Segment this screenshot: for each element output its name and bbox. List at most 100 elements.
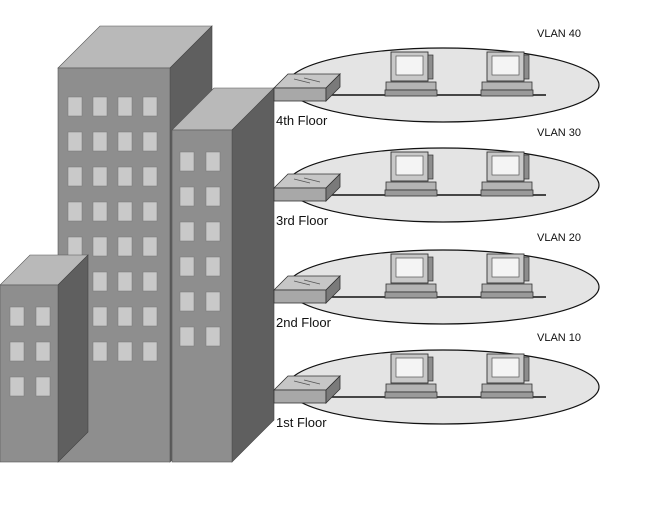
pc-case xyxy=(385,81,437,91)
keyboard xyxy=(384,391,438,399)
monitor-side xyxy=(427,154,434,180)
keyboard xyxy=(480,189,534,197)
building-middle xyxy=(171,87,275,463)
window xyxy=(92,341,108,362)
vlan-label-40: VLAN 40 xyxy=(537,28,582,40)
switch-arrow xyxy=(293,78,311,84)
monitor-screen xyxy=(395,55,424,76)
switch-side xyxy=(325,275,341,304)
switch-arrow xyxy=(303,279,321,285)
monitor-screen xyxy=(491,357,520,378)
monitor-screen xyxy=(395,357,424,378)
window xyxy=(117,271,133,292)
floor-row-2 xyxy=(273,147,600,223)
vlan-label-20: VLAN 20 xyxy=(537,232,582,244)
monitor-screen xyxy=(491,155,520,176)
keyboard xyxy=(480,391,534,399)
window xyxy=(205,151,221,172)
window xyxy=(92,271,108,292)
monitor-side xyxy=(523,54,530,80)
monitor-screen xyxy=(491,257,520,278)
window xyxy=(205,221,221,242)
floor-row-3 xyxy=(273,249,600,325)
switch-icon xyxy=(273,275,341,304)
window xyxy=(35,341,51,362)
window xyxy=(9,376,25,397)
window xyxy=(92,131,108,152)
window xyxy=(142,131,158,152)
pc-case xyxy=(385,383,437,393)
switch-arrow xyxy=(293,380,311,386)
window xyxy=(92,236,108,257)
switch-side xyxy=(325,73,341,102)
window xyxy=(117,201,133,222)
switch-front xyxy=(273,87,327,102)
switch-side xyxy=(325,375,341,404)
window xyxy=(9,341,25,362)
window xyxy=(35,306,51,327)
window xyxy=(142,341,158,362)
monitor-side xyxy=(427,54,434,80)
vlan-label-30: VLAN 30 xyxy=(537,127,582,139)
window xyxy=(117,306,133,327)
window xyxy=(142,271,158,292)
window xyxy=(205,256,221,277)
window xyxy=(92,306,108,327)
switch-front xyxy=(273,389,327,404)
window xyxy=(179,221,195,242)
switch-arrow xyxy=(303,177,321,183)
window xyxy=(117,131,133,152)
switch-arrow xyxy=(293,178,311,184)
switch-arrow xyxy=(293,280,311,286)
monitor-side xyxy=(427,256,434,282)
monitor-screen xyxy=(395,155,424,176)
window xyxy=(205,291,221,312)
keyboard xyxy=(480,89,534,97)
window xyxy=(92,201,108,222)
window xyxy=(117,166,133,187)
computer-icon xyxy=(384,253,438,299)
keyboard xyxy=(384,89,438,97)
switch-front xyxy=(273,187,327,202)
window xyxy=(35,376,51,397)
window xyxy=(179,326,195,347)
building-short xyxy=(0,254,89,463)
window xyxy=(142,96,158,117)
switch-side xyxy=(325,173,341,202)
monitor-side xyxy=(523,256,530,282)
window xyxy=(67,131,83,152)
window xyxy=(117,96,133,117)
floor-label-1st: 1st Floor xyxy=(276,415,327,430)
computer-icon xyxy=(384,353,438,399)
monitor-screen xyxy=(491,55,520,76)
window xyxy=(67,96,83,117)
floor-label-4th: 4th Floor xyxy=(276,113,328,128)
keyboard xyxy=(480,291,534,299)
pc-case xyxy=(481,283,533,293)
window xyxy=(205,186,221,207)
floor-row-1 xyxy=(273,47,600,123)
switch-icon xyxy=(273,375,341,404)
monitor-side xyxy=(523,356,530,382)
computer-icon xyxy=(480,253,534,299)
pc-case xyxy=(481,383,533,393)
switch-icon xyxy=(273,73,341,102)
window xyxy=(67,201,83,222)
window xyxy=(179,151,195,172)
floor-label-2nd: 2nd Floor xyxy=(276,315,331,330)
monitor-screen xyxy=(395,257,424,278)
window xyxy=(67,236,83,257)
building-middle-side xyxy=(231,87,275,463)
vlan-label-10: VLAN 10 xyxy=(537,332,582,344)
keyboard xyxy=(384,291,438,299)
computer-icon xyxy=(384,151,438,197)
computer-icon xyxy=(384,51,438,97)
monitor-side xyxy=(523,154,530,180)
pc-case xyxy=(481,181,533,191)
window xyxy=(117,341,133,362)
window xyxy=(179,186,195,207)
pc-case xyxy=(385,181,437,191)
window xyxy=(117,236,133,257)
switch-arrow xyxy=(303,77,321,83)
